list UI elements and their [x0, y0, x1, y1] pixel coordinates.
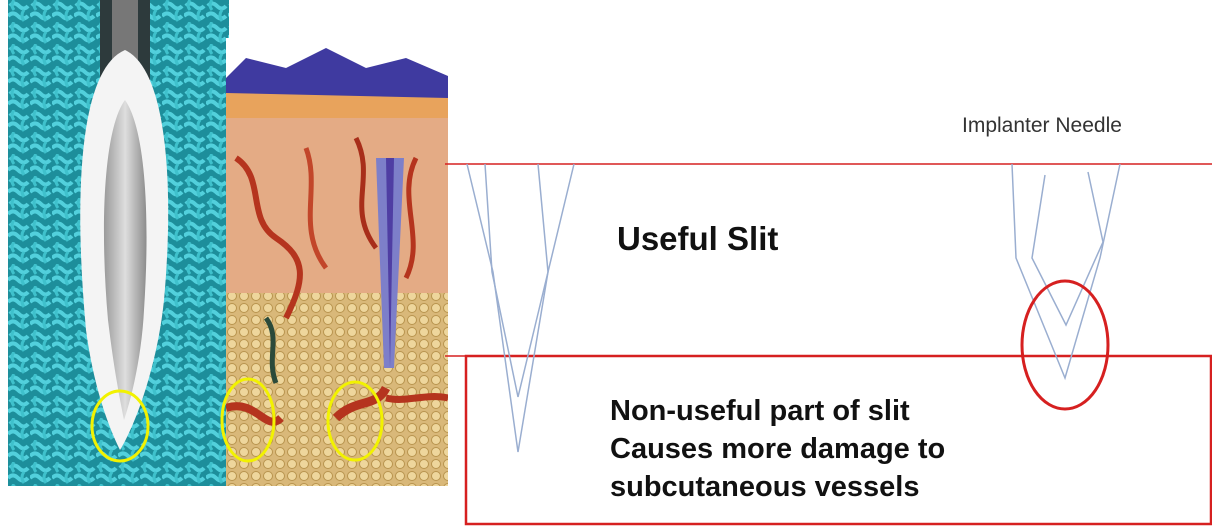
vessel-highlight-circle-right: [328, 382, 382, 460]
non-useful-line-1: Non-useful part of slit: [610, 392, 1030, 430]
implanter-needle: [1012, 164, 1120, 378]
non-useful-line-3: subcutaneous vessels: [610, 468, 1030, 506]
vessel-highlight-circle-left: [222, 379, 274, 461]
implanter-tip-circle: [1022, 281, 1108, 409]
long-bevel-needle: [467, 164, 574, 452]
needle-tip-highlight-circle: [92, 391, 148, 461]
useful-slit-label: Useful Slit: [617, 220, 778, 258]
non-useful-line-2: Causes more damage to: [610, 430, 1030, 468]
non-useful-slit-label: Non-useful part of slit Causes more dama…: [610, 392, 1030, 506]
implanter-needle-label: Implanter Needle: [962, 114, 1122, 138]
